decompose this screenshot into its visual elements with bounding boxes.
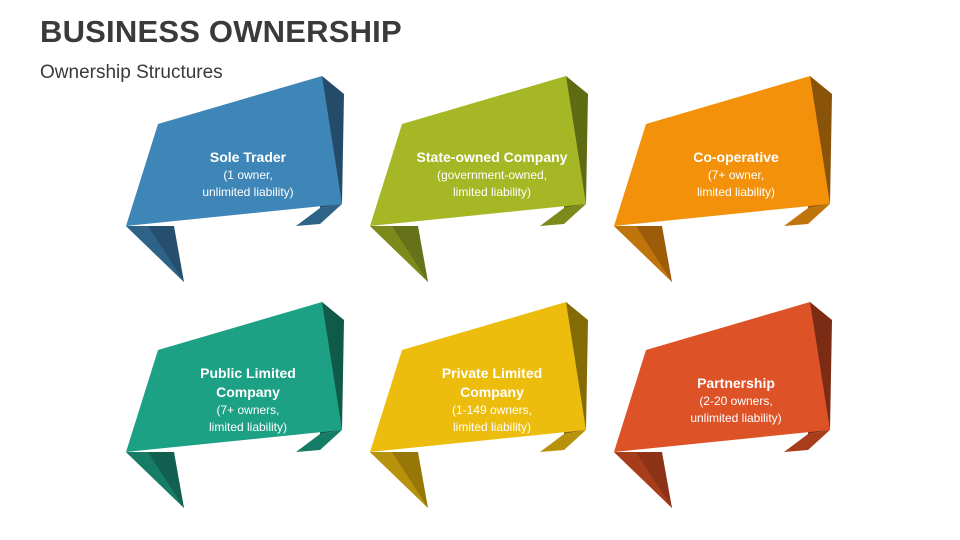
bubble-corner-fold [296, 204, 342, 226]
ownership-type-description: (7+ owners, [216, 403, 280, 417]
ownership-box: State-owned Company (government-owned, lim… [370, 76, 610, 296]
bubble-text-block: Partnership (2-20 owners, unlimited liabil… [652, 344, 820, 456]
speech-bubble-shape [370, 302, 588, 508]
bubble-front-face [614, 302, 830, 452]
bubble-corner-fold [784, 430, 830, 452]
bubble-text-block: Private Limited Company (1-149 owners, lim… [408, 344, 576, 456]
bubble-tail-highlight [614, 226, 672, 282]
speech-bubble-shape [614, 76, 832, 282]
bubble-text-block: Sole Trader (1 owner, unlimited liability) [164, 118, 332, 230]
bubble-front-face [126, 76, 342, 226]
bubble-text-block: State-owned Company (government-owned, lim… [408, 118, 576, 230]
ownership-type-description: limited liability) [452, 184, 532, 199]
bubble-front-face [370, 76, 586, 226]
ownership-type-description: unlimited liability) [690, 410, 782, 425]
ownership-type-description: (government-owned, [436, 167, 548, 182]
ownership-type-title: Public Limited Company [200, 365, 296, 400]
bubble-text-block: Co-operative (7+ owner, limited liability) [652, 118, 820, 230]
bubble-front-face [614, 76, 830, 226]
ownership-type-description: (1 owner, [223, 167, 273, 182]
ownership-type-description: (7+ owner, [707, 167, 765, 182]
ownership-box: Partnership (2-20 owners, unlimited liabil… [614, 302, 854, 522]
bubble-front-face [126, 302, 342, 452]
ownership-type-description: limited liability) [452, 420, 532, 434]
ownership-type-description: unlimited liability) [202, 184, 294, 199]
speech-bubble-shape [614, 302, 832, 508]
ownership-type-title: Partnership [697, 374, 775, 391]
bubble-text-block: Public Limited Company (7+ owners, limited… [164, 344, 332, 456]
ownership-box: Private Limited Company (1-149 owners, lim… [370, 302, 610, 522]
ownership-type-title: Co-operative [693, 148, 779, 165]
bubble-corner-fold [784, 204, 830, 226]
ownership-type-title: State-owned Company [416, 148, 568, 165]
bubble-tail-highlight [370, 452, 428, 508]
page-title: BUSINESS OWNERSHIP [40, 14, 402, 49]
speech-bubble-shape [126, 76, 344, 282]
bubble-corner-fold [296, 430, 342, 452]
bubble-corner-fold [540, 430, 586, 452]
ownership-box: Co-operative (7+ owner, limited liability) [614, 76, 854, 296]
ownership-type-description: limited liability) [696, 184, 776, 199]
bubble-tail-highlight [126, 226, 184, 282]
bubble-corner-fold [540, 204, 586, 226]
ownership-box: Sole Trader (1 owner, unlimited liability) [126, 76, 366, 296]
bubble-front-face [370, 302, 586, 452]
bubble-tail-highlight [126, 452, 184, 508]
speech-bubble-shape [370, 76, 588, 282]
bubble-tail-highlight [614, 452, 672, 508]
ownership-type-description: limited liability) [208, 420, 288, 434]
ownership-type-description: (2-20 owners, [699, 393, 773, 408]
ownership-type-title: Sole Trader [209, 148, 287, 165]
page-subtitle: Ownership Structures [40, 62, 223, 83]
ownership-type-description: (1-149 owners, [451, 403, 533, 417]
bubble-tail-highlight [370, 226, 428, 282]
ownership-box: Public Limited Company (7+ owners, limited… [126, 302, 366, 522]
speech-bubble-shape [126, 302, 344, 508]
ownership-type-title: Private Limited Company [441, 365, 543, 400]
